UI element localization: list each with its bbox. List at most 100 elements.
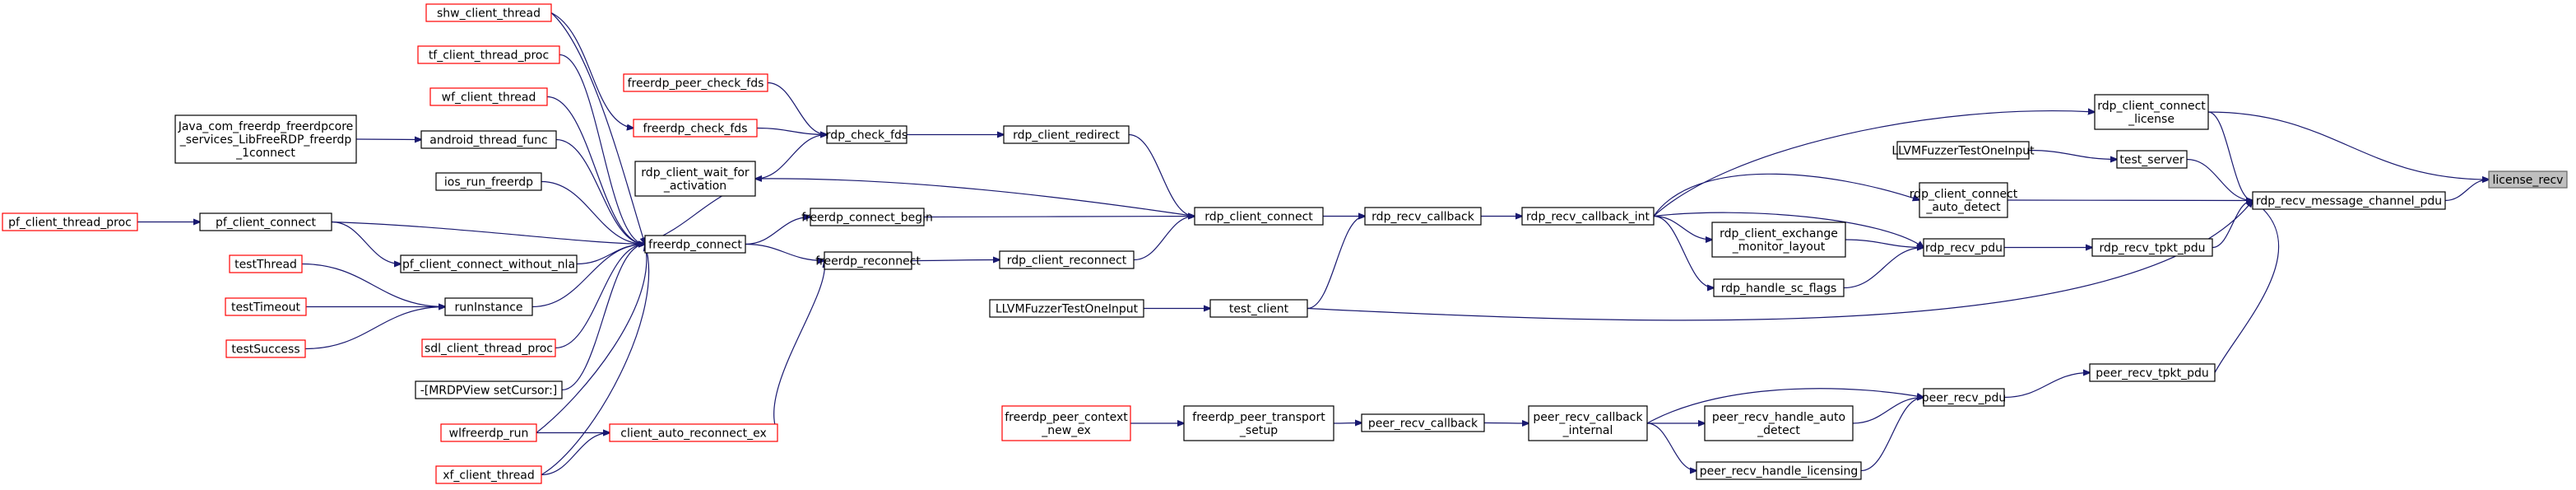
node-box[interactable]: [1923, 388, 2005, 407]
node-box[interactable]: [1001, 405, 1131, 441]
node-rdp-client-redirect[interactable]: rdp_client_redirect: [1003, 125, 1130, 144]
node-peer-recv-callback-internal[interactable]: peer_recv_callback_internal: [1528, 405, 1648, 441]
node-rdp-client-exchange-monitor-layout[interactable]: rdp_client_exchange_monitor_layout: [1711, 222, 1846, 258]
node-peer-recv-tpkt-pdu[interactable]: peer_recv_tpkt_pdu: [2089, 363, 2216, 382]
node-box[interactable]: [633, 119, 758, 138]
node-box[interactable]: [417, 45, 560, 64]
node-box[interactable]: [2252, 191, 2446, 210]
node-java-connect[interactable]: Java_com_freerdp_freerdpcore_services_Li…: [174, 114, 357, 164]
node-box[interactable]: [174, 114, 357, 164]
node-box[interactable]: [1361, 413, 1485, 432]
node-rdp-client-connect[interactable]: rdp_client_connect: [1194, 207, 1324, 226]
node-box[interactable]: [1183, 405, 1334, 441]
node-freerdp-reconnect[interactable]: freerdp_reconnect: [815, 251, 921, 270]
node-rdp-recv-callback[interactable]: rdp_recv_callback: [1364, 207, 1482, 226]
node-box[interactable]: [1919, 182, 2008, 218]
node-llvm-fuzzer-2[interactable]: LLVMFuzzerTestOneInput: [989, 299, 1144, 318]
node-shw-client-thread[interactable]: shw_client_thread: [425, 3, 552, 22]
node-box[interactable]: [1003, 125, 1130, 144]
node-runinstance[interactable]: runInstance: [444, 297, 533, 316]
node-box[interactable]: [824, 251, 912, 270]
node-wf-client-thread[interactable]: wf_client_thread: [429, 87, 548, 106]
node-box[interactable]: [1521, 207, 1655, 226]
node-box[interactable]: [444, 297, 533, 316]
node-peer-recv-handle-licensing[interactable]: peer_recv_handle_licensing: [1696, 461, 1862, 480]
node-box[interactable]: [1528, 405, 1648, 441]
node-box[interactable]: [415, 380, 563, 399]
node-llvm-fuzzer-1[interactable]: LLVMFuzzerTestOneInput: [1891, 141, 2035, 160]
node-peer-recv-callback[interactable]: peer_recv_callback: [1361, 413, 1485, 432]
node-box[interactable]: [1364, 207, 1482, 226]
node-rdp-client-wait-for-activation[interactable]: rdp_client_wait_for_activation: [634, 161, 756, 197]
node-rdp-client-connect-auto-detect[interactable]: rdp_client_connect_auto_detect: [1910, 182, 2018, 218]
node-test-server[interactable]: test_server: [2116, 150, 2188, 169]
node-sdl-client-thread-proc[interactable]: sdl_client_thread_proc: [421, 338, 556, 357]
node-pf-client-connect-without-nla[interactable]: pf_client_connect_without_nla: [400, 254, 578, 273]
node-box[interactable]: [1713, 278, 1845, 297]
node-testthread[interactable]: testThread: [229, 254, 303, 273]
node-box[interactable]: [435, 172, 542, 191]
node-client-auto-reconnect-ex[interactable]: client_auto_reconnect_ex: [609, 423, 778, 442]
node-peer-recv-handle-auto-detect[interactable]: peer_recv_handle_auto_detect: [1704, 405, 1854, 441]
node-wlfreerdp-run[interactable]: wlfreerdp_run: [440, 423, 537, 442]
node-box[interactable]: [644, 235, 746, 254]
node-box[interactable]: [421, 338, 556, 357]
node-box[interactable]: [634, 161, 756, 197]
node-box[interactable]: [2089, 363, 2216, 382]
node-freerdp-connect-begin[interactable]: freerdp_connect_begin: [801, 208, 933, 226]
node-mrdpview-setcursor[interactable]: -[MRDPView setCursor:]: [415, 380, 563, 399]
node-box[interactable]: [1696, 461, 1862, 480]
node-android-thread-func[interactable]: android_thread_func: [420, 130, 557, 149]
node-box[interactable]: [2094, 94, 2209, 130]
node-box[interactable]: [1896, 141, 2030, 160]
node-box[interactable]: [2488, 170, 2568, 189]
node-box[interactable]: [810, 208, 925, 226]
node-box[interactable]: [400, 254, 578, 273]
node-rdp-check-fds[interactable]: rdp_check_fds: [826, 125, 907, 144]
node-box[interactable]: [623, 73, 768, 92]
node-test-client[interactable]: test_client: [1209, 299, 1308, 318]
node-box[interactable]: [1209, 299, 1308, 318]
node-peer-recv-pdu[interactable]: peer_recv_pdu: [1922, 388, 2007, 407]
node-box[interactable]: [199, 212, 332, 231]
node-box[interactable]: [1194, 207, 1324, 226]
node-box[interactable]: [1923, 238, 2005, 257]
node-box[interactable]: [1704, 405, 1854, 441]
node-freerdp-peer-check-fds[interactable]: freerdp_peer_check_fds: [623, 73, 768, 92]
node-box[interactable]: [826, 125, 907, 144]
node-pf-client-connect[interactable]: pf_client_connect: [199, 212, 332, 231]
node-rdp-handle-sc-flags[interactable]: rdp_handle_sc_flags: [1713, 278, 1845, 297]
node-rdp-recv-message-channel-pdu[interactable]: rdp_recv_message_channel_pdu: [2252, 191, 2446, 210]
node-box[interactable]: [999, 250, 1135, 269]
node-box[interactable]: [225, 297, 307, 316]
node-pf-client-thread-proc[interactable]: pf_client_thread_proc: [2, 212, 138, 231]
node-rdp-recv-pdu[interactable]: rdp_recv_pdu: [1923, 238, 2005, 257]
node-testtimeout[interactable]: testTimeout: [225, 297, 307, 316]
node-box[interactable]: [425, 3, 552, 22]
node-license-recv[interactable]: license_recv: [2488, 170, 2568, 189]
node-box[interactable]: [225, 339, 306, 358]
node-rdp-recv-callback-int[interactable]: rdp_recv_callback_int: [1521, 207, 1655, 226]
node-rdp-recv-tpkt-pdu[interactable]: rdp_recv_tpkt_pdu: [2091, 238, 2213, 257]
node-box[interactable]: [440, 423, 537, 442]
node-box[interactable]: [1711, 222, 1846, 258]
node-freerdp-peer-transport-setup[interactable]: freerdp_peer_transport_setup: [1183, 405, 1334, 441]
node-xf-client-thread[interactable]: xf_client_thread: [435, 465, 542, 484]
node-ios-run-freerdp[interactable]: ios_run_freerdp: [435, 172, 542, 191]
node-tf-client-thread-proc[interactable]: tf_client_thread_proc: [417, 45, 560, 64]
node-testsuccess[interactable]: testSuccess: [225, 339, 306, 358]
node-box[interactable]: [2091, 238, 2213, 257]
node-box[interactable]: [2116, 150, 2188, 169]
node-freerdp-connect[interactable]: freerdp_connect: [644, 235, 746, 254]
node-box[interactable]: [2, 212, 138, 231]
node-box[interactable]: [229, 254, 303, 273]
node-rdp-client-connect-license[interactable]: rdp_client_connect_license: [2094, 94, 2209, 130]
node-box[interactable]: [420, 130, 557, 149]
node-freerdp-check-fds[interactable]: freerdp_check_fds: [633, 119, 758, 138]
node-box[interactable]: [609, 423, 778, 442]
node-rdp-client-reconnect[interactable]: rdp_client_reconnect: [999, 250, 1135, 269]
node-box[interactable]: [429, 87, 548, 106]
node-freerdp-peer-context-new-ex[interactable]: freerdp_peer_context_new_ex: [1001, 405, 1131, 441]
node-box[interactable]: [435, 465, 542, 484]
node-box[interactable]: [989, 299, 1144, 318]
